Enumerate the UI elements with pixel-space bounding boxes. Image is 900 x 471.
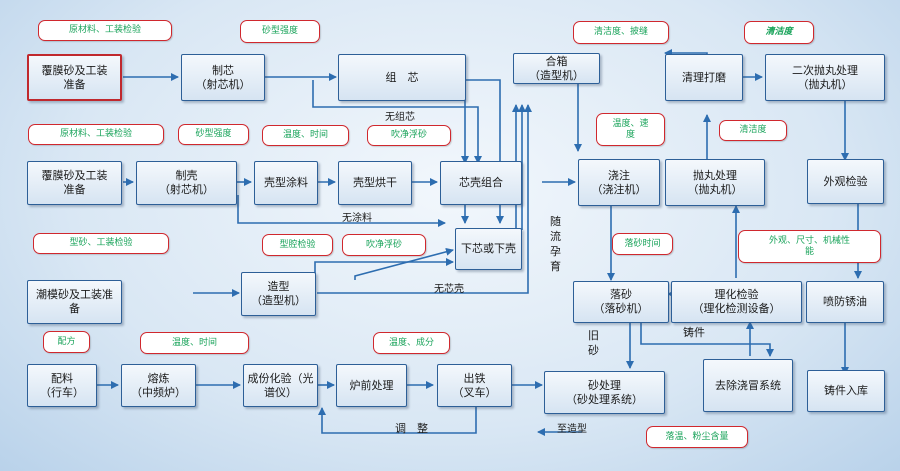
cleanliness-callout-1: 清洁度 — [744, 21, 814, 44]
temp-composition-callout: 温度、成分 — [373, 332, 450, 354]
casting-label: 铸件 — [683, 326, 705, 339]
appearance-size-callout: 外观、尺寸、机械性 能 — [738, 230, 881, 263]
core-making-node: 制芯 （射芯机） — [181, 54, 265, 101]
mold-sand-check-callout: 型砂、工装检验 — [33, 233, 169, 254]
secondary-blasting-node: 二次抛丸处理 （抛丸机） — [765, 54, 885, 101]
shell-drying-node: 壳型烘干 — [338, 161, 412, 205]
temp-time-callout-2: 温度、时间 — [140, 332, 249, 354]
no-core-shell-label: 无芯壳 — [434, 284, 464, 295]
furnace-treatment-node: 炉前处理 — [336, 364, 407, 407]
cooling-dust-callout: 落温、粉尘含量 — [646, 426, 748, 448]
to-molding-label: 至造型 — [557, 424, 587, 435]
temp-speed-callout: 温度、速 度 — [596, 113, 665, 146]
pouring-node: 浇注 （浇注机） — [578, 159, 660, 206]
no-core-assembly-label: 无组芯 — [385, 112, 415, 123]
molding-box-node: 合箱 （造型机） — [513, 53, 600, 84]
set-core-shell-node: 下芯或下壳 — [455, 228, 522, 270]
raw-tooling-check-callout-1: 原材料、工装检验 — [38, 20, 172, 41]
green-sand-prep-node: 潮模砂及工装准 备 — [27, 280, 122, 324]
melting-node: 熔炼 （中频炉） — [121, 364, 196, 407]
cavity-check-callout: 型腔检验 — [262, 234, 333, 256]
coated-sand-prep-1-node: 覆膜砂及工装 准备 — [27, 54, 122, 101]
raw-tooling-check-callout-2: 原材料、工装检验 — [28, 124, 164, 145]
blow-sand-callout-2: 吹净浮砂 — [342, 234, 426, 256]
adjust-label: 调 整 — [395, 422, 428, 435]
visual-inspection-node: 外观检验 — [807, 159, 884, 204]
shakeout-time-callout: 落砂时间 — [612, 233, 673, 255]
riser-removal-node: 去除浇冒系统 — [703, 359, 793, 412]
cleanliness-callout-2: 清洁度 — [719, 120, 787, 141]
blow-sand-callout-1: 吹净浮砂 — [367, 125, 451, 146]
sand-strength-callout-2: 砂型强度 — [178, 124, 249, 145]
spectro-analysis-node: 成份化验（光 谱仪） — [243, 364, 318, 407]
shakeout-node: 落砂 （落砂机） — [573, 281, 669, 323]
antirust-spray-node: 喷防锈油 — [806, 281, 884, 323]
shell-coating-node: 壳型涂料 — [254, 161, 318, 205]
flow-with-line-label: 随 流 孕 育 — [550, 215, 561, 273]
warehousing-node: 铸件入库 — [807, 370, 885, 412]
shell-making-node: 制壳 （射芯机） — [136, 161, 237, 205]
phys-chem-test-node: 理化检验 （理化检测设备） — [671, 281, 802, 323]
cleanliness-flash-callout: 清洁度、披缝 — [573, 21, 669, 44]
sand-processing-node: 砂处理 （砂处理系统） — [544, 371, 665, 414]
no-coating-label: 无涂料 — [342, 213, 372, 224]
batching-node: 配料 （行车） — [27, 364, 97, 407]
temp-time-callout-1: 温度、时间 — [262, 125, 349, 146]
used-sand-label: 旧 砂 — [588, 329, 599, 357]
tapping-node: 出铁 （叉车） — [437, 364, 512, 407]
recipe-callout: 配方 — [43, 331, 90, 353]
cleaning-grinding-node: 清理打磨 — [665, 54, 743, 101]
core-assembly-node: 组 芯 — [338, 54, 466, 101]
core-shell-assembly-node: 芯壳组合 — [440, 161, 522, 205]
shot-blasting-node: 抛丸处理 （抛丸机） — [665, 159, 765, 206]
molding-node: 造型 （造型机） — [241, 272, 316, 316]
coated-sand-prep-2-node: 覆膜砂及工装 准备 — [27, 161, 122, 205]
sand-strength-callout-1: 砂型强度 — [240, 20, 320, 43]
